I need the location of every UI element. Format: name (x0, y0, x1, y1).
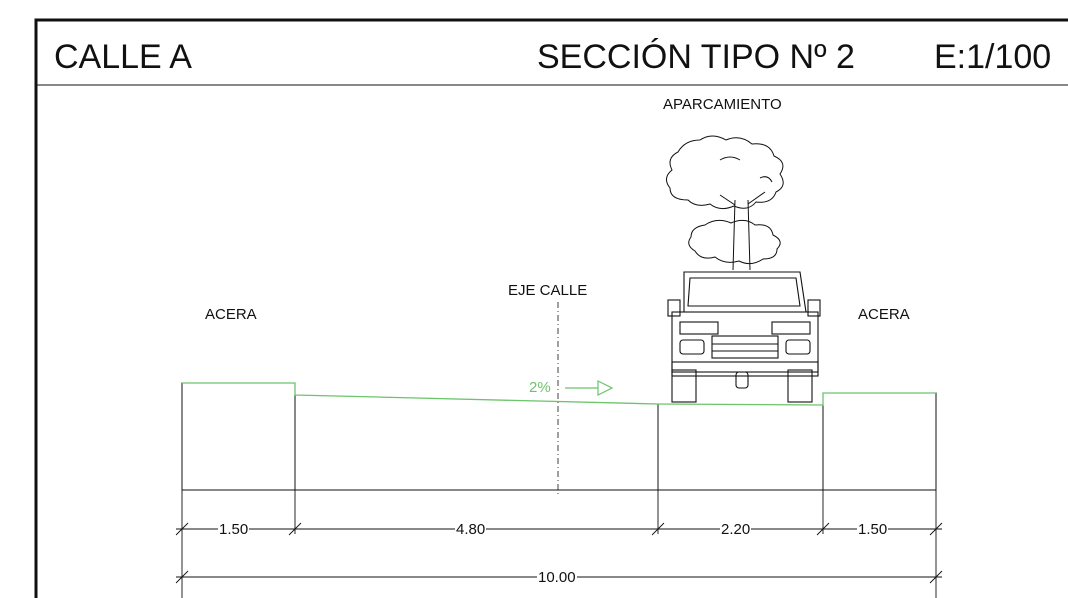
slope-label: 2% (529, 379, 551, 396)
slope-arrow-icon (565, 380, 614, 396)
parking-label: APARCAMIENTO (663, 96, 782, 113)
parking-body (657, 404, 824, 491)
dimension-total: 10.00 (537, 569, 577, 586)
street-axis-label: EJE CALLE (508, 282, 588, 299)
dimension-sidewalk-left: 1.50 (218, 521, 250, 538)
surface-line (182, 382, 936, 406)
section-title: SECCIÓN TIPO Nº 2 (537, 38, 855, 76)
car-icon (667, 271, 821, 403)
scale-label: E:1/100 (934, 38, 1052, 76)
dimension-roadway: 4.80 (455, 521, 487, 538)
street-name: CALLE A (54, 38, 192, 76)
sidewalk-left-block (181, 382, 296, 491)
sidewalk-right-label: ACERA (858, 306, 910, 323)
sidewalk-left-label: ACERA (205, 306, 257, 323)
sheet-frame (34, 18, 1068, 598)
dimension-parking: 2.20 (720, 521, 752, 538)
sidewalk-right-block (822, 392, 937, 491)
dimension-sidewalk-right: 1.50 (857, 521, 889, 538)
roadway-body (294, 395, 659, 491)
tree-icon (666, 135, 784, 271)
